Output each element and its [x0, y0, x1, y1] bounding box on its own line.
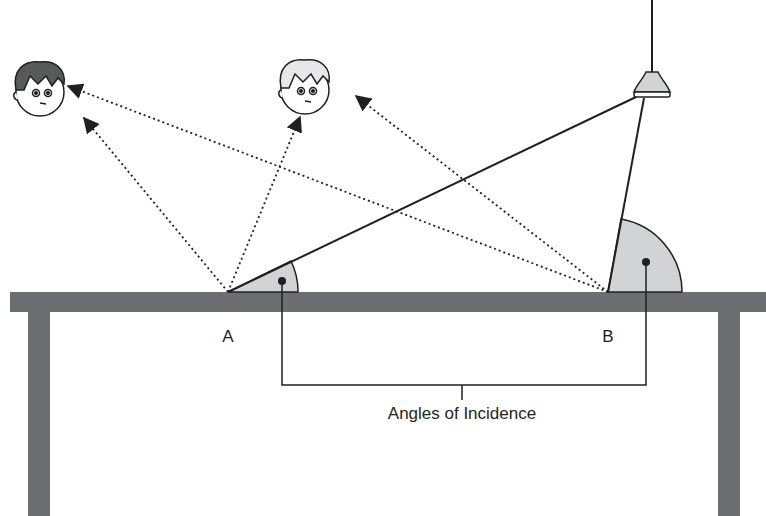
- bracket: [282, 262, 646, 400]
- reflected-ray: [228, 117, 300, 292]
- bracket-label: Angles of Incidence: [386, 404, 538, 424]
- table-leg: [28, 312, 50, 516]
- point-label: A: [220, 327, 235, 347]
- reflected-rays: [68, 86, 608, 292]
- lamp-rim: [634, 92, 670, 97]
- viewer-head: [14, 62, 64, 116]
- table-leg: [718, 312, 740, 516]
- lamp: [634, 72, 670, 92]
- table-top: [10, 292, 766, 312]
- lamp-cord: [651, 0, 653, 72]
- table: [10, 292, 766, 516]
- reflected-ray: [68, 86, 608, 292]
- point-label: B: [600, 327, 615, 347]
- reflected-ray: [84, 118, 228, 292]
- light-ray: [608, 98, 644, 292]
- light-ray: [228, 97, 636, 292]
- viewer-head: [279, 60, 329, 114]
- reflected-ray: [356, 96, 608, 292]
